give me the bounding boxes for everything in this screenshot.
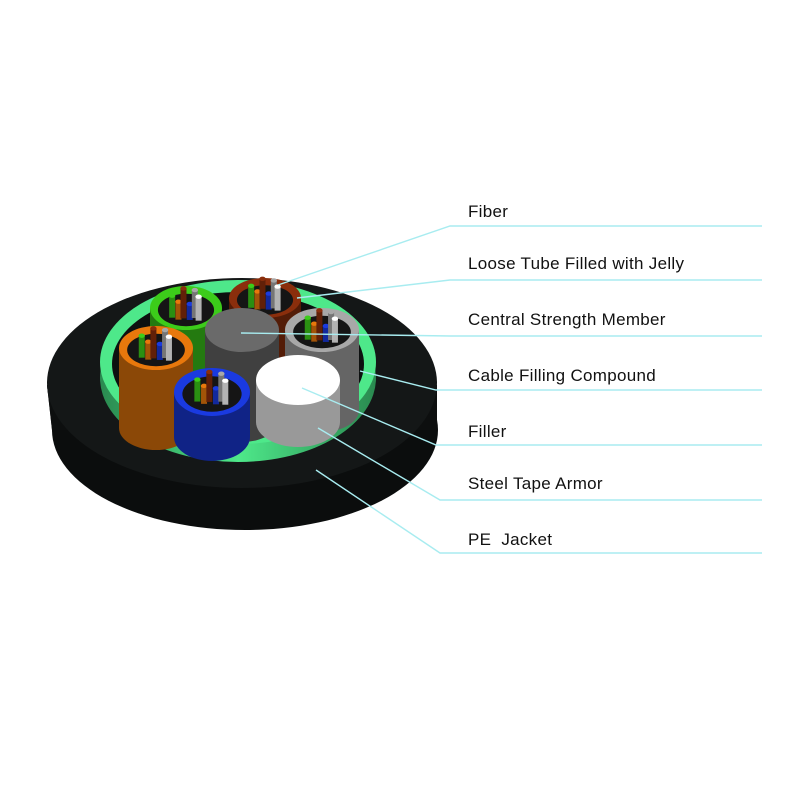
fiber: [191, 290, 198, 319]
label-fiber: Fiber: [468, 202, 509, 221]
fiber: [270, 280, 277, 309]
loose-tube-blue: [174, 368, 250, 461]
loose-tube-orange: [119, 326, 193, 450]
label-filler: Filler: [468, 422, 507, 441]
fiber: [156, 343, 163, 360]
fiber: [145, 341, 152, 360]
fiber: [311, 323, 318, 342]
fiber: [328, 312, 335, 341]
fiber: [254, 291, 261, 310]
fiber: [138, 335, 145, 358]
leader-line: [301, 387, 762, 446]
label-central-strength-member: Central Strength Member: [468, 310, 666, 329]
fiber: [169, 295, 176, 318]
fiber: [331, 318, 338, 343]
leader-line: [315, 469, 762, 554]
fiber: [201, 385, 208, 404]
fiber: [194, 379, 201, 402]
fiber: [259, 278, 266, 309]
label-loose-tube: Loose Tube Filled with Jelly: [468, 254, 685, 273]
fiber: [316, 310, 323, 341]
leader-line: [240, 332, 762, 337]
loose-tubes: [119, 276, 359, 461]
fiber: [218, 373, 225, 402]
fiber: [248, 285, 255, 308]
fiber: [222, 380, 229, 405]
label-steel-tape-armor: Steel Tape Armor: [468, 474, 603, 493]
label-cable-filling-compound: Cable Filling Compound: [468, 366, 657, 385]
fiber: [195, 296, 202, 321]
leader-lines: [240, 225, 762, 554]
leader-line: [317, 427, 762, 501]
fiber: [274, 286, 281, 311]
fiber: [162, 330, 169, 359]
fiber: [212, 388, 219, 405]
fiber: [150, 328, 157, 359]
leader-line: [277, 225, 762, 286]
leader-line: [296, 279, 762, 299]
fiber: [206, 371, 213, 402]
fiber: [265, 293, 272, 310]
leader-line: [359, 370, 762, 391]
fiber: [165, 336, 172, 361]
fiber: [304, 317, 311, 340]
filler: [256, 355, 340, 447]
fiber: [186, 303, 193, 320]
fiber: [175, 301, 182, 320]
label-pe-jacket: PE Jacket: [468, 530, 553, 549]
fiber: [180, 288, 187, 319]
